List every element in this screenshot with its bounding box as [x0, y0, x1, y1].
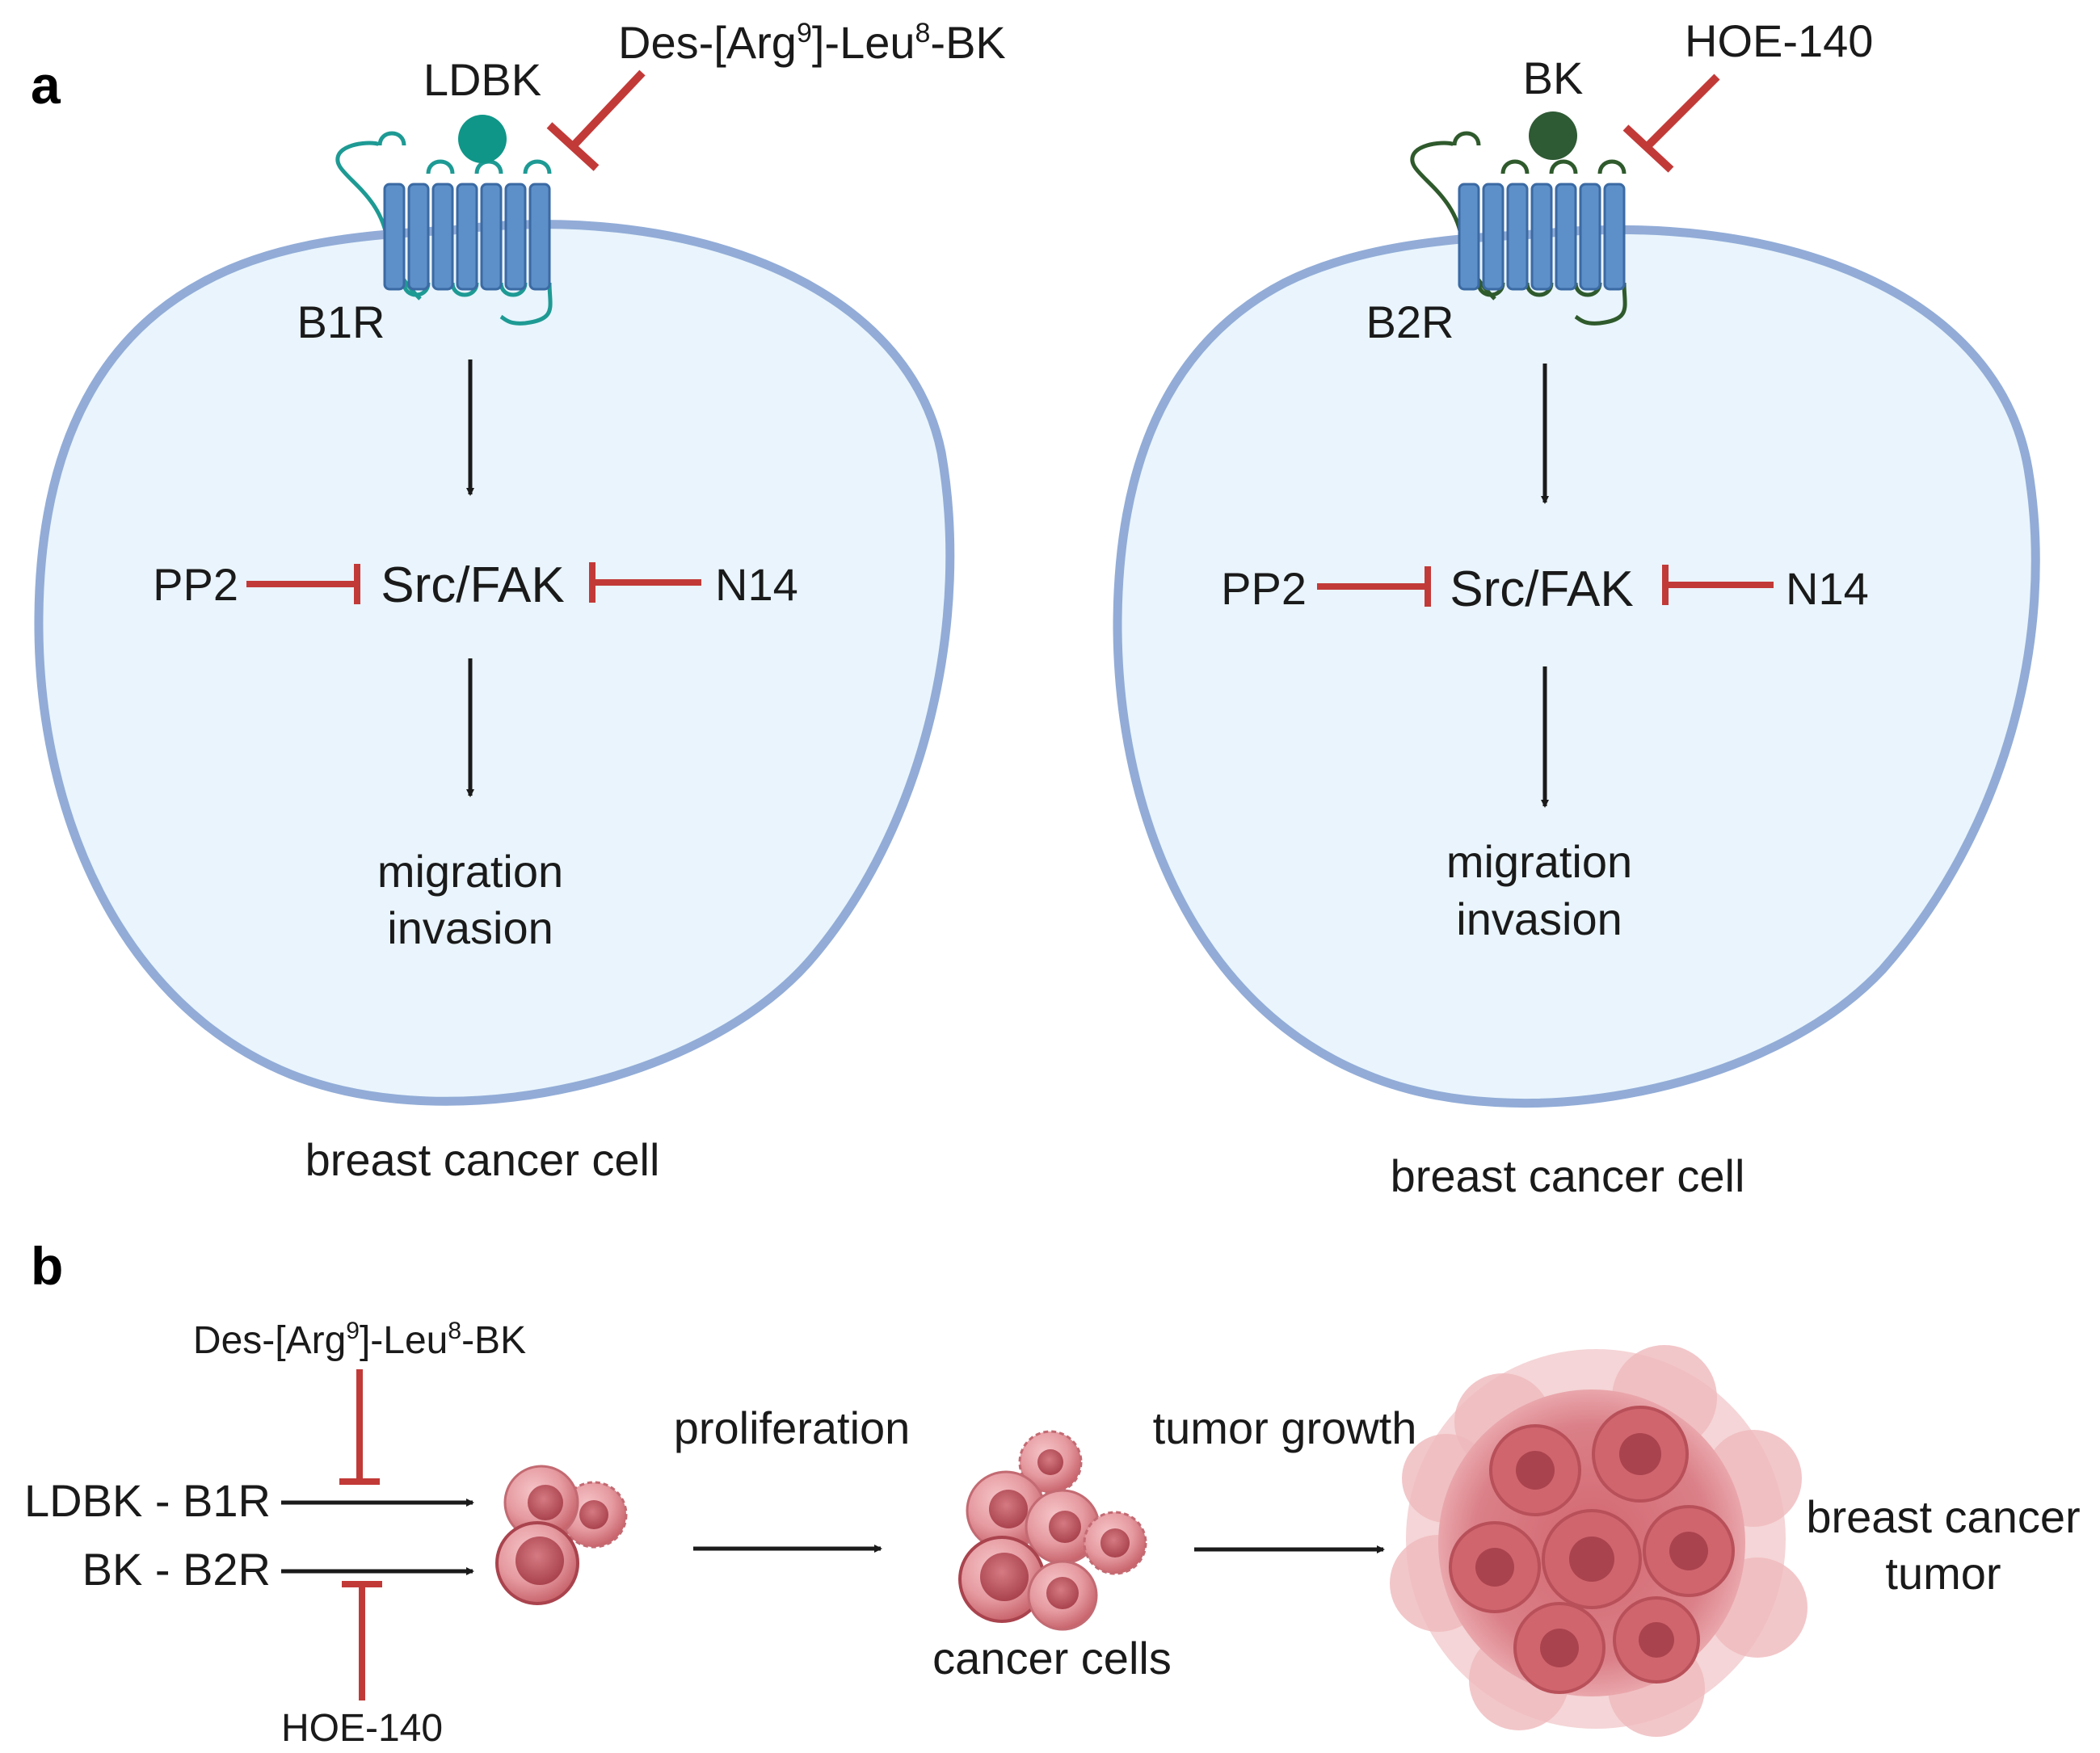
proliferation-label: proliferation: [674, 1402, 911, 1453]
right-cell: BK B2R HOE-140 Src/FAK PP2 N14 migration…: [1113, 15, 2040, 1201]
b1r-label: B1R: [297, 296, 385, 347]
panel-b-bottom-inhibit-icon: [342, 1581, 382, 1700]
tumor-growth-label: tumor growth: [1153, 1402, 1417, 1453]
right-outcome-migration: migration: [1446, 836, 1632, 887]
bk-label: BK: [1523, 53, 1584, 103]
right-n14-label: N14: [1786, 563, 1869, 614]
right-pp2-inhibit-icon: [1317, 566, 1431, 607]
left-antagonist-inhibit-icon: [546, 69, 646, 171]
b1r-receptor-icon: [335, 131, 553, 326]
b2r-receptor-icon: [1410, 131, 1627, 326]
panel-b-top-inhibit-icon: [339, 1369, 380, 1485]
left-outcome-migration: migration: [377, 846, 563, 897]
cancer-cells-cluster-icon: [958, 1430, 1147, 1631]
left-outcome-invasion: invasion: [387, 902, 553, 953]
right-n14-inhibit-icon: [1662, 565, 1774, 605]
panel-a-letter: a: [31, 55, 61, 115]
right-outcome-invasion: invasion: [1456, 893, 1622, 944]
left-cell-caption: breast cancer cell: [305, 1134, 660, 1185]
left-cell: LDBK B1R Des-[Arg9]-Leu8-BK Src/FAK PP2 …: [34, 17, 1006, 1185]
pair-ldbk-b1r: LDBK - B1R: [24, 1475, 271, 1526]
cancer-cells-label: cancer cells: [932, 1633, 1172, 1684]
left-n14-inhibit-icon: [589, 562, 701, 603]
right-pp2-label: PP2: [1221, 563, 1307, 614]
left-n14-label: N14: [715, 559, 798, 610]
left-srcfak-label: Src/FAK: [381, 557, 564, 613]
right-cell-caption: breast cancer cell: [1391, 1150, 1745, 1201]
panel-b-letter: b: [31, 1236, 63, 1296]
ldbk-label: LDBK: [423, 54, 541, 105]
left-antagonist-label: Des-[Arg9]-Leu8-BK: [618, 17, 1006, 68]
right-srcfak-label: Src/FAK: [1450, 561, 1633, 617]
pair-bk-b2r: BK - B2R: [82, 1544, 271, 1595]
left-pp2-label: PP2: [153, 559, 238, 610]
tumor-label-line2: tumor: [1885, 1548, 2001, 1599]
panel-b-antagonist-top: Des-[Arg9]-Leu8-BK: [193, 1318, 526, 1362]
breast-tumor-icon: [1390, 1345, 1808, 1737]
right-antagonist-label: HOE-140: [1685, 15, 1873, 66]
left-cell-membrane: [34, 220, 955, 1106]
right-antagonist-inhibit-icon: [1622, 74, 1720, 173]
small-cancer-cells-icon: [495, 1465, 628, 1605]
panel-b-antagonist-bottom: HOE-140: [281, 1707, 443, 1750]
left-pp2-inhibit-icon: [246, 564, 360, 604]
ldbk-ligand-icon: [458, 115, 507, 163]
tumor-label-line1: breast cancer: [1806, 1491, 2080, 1542]
bk-ligand-icon: [1529, 111, 1577, 160]
b2r-label: B2R: [1366, 296, 1454, 347]
right-cell-membrane: [1113, 225, 2040, 1108]
